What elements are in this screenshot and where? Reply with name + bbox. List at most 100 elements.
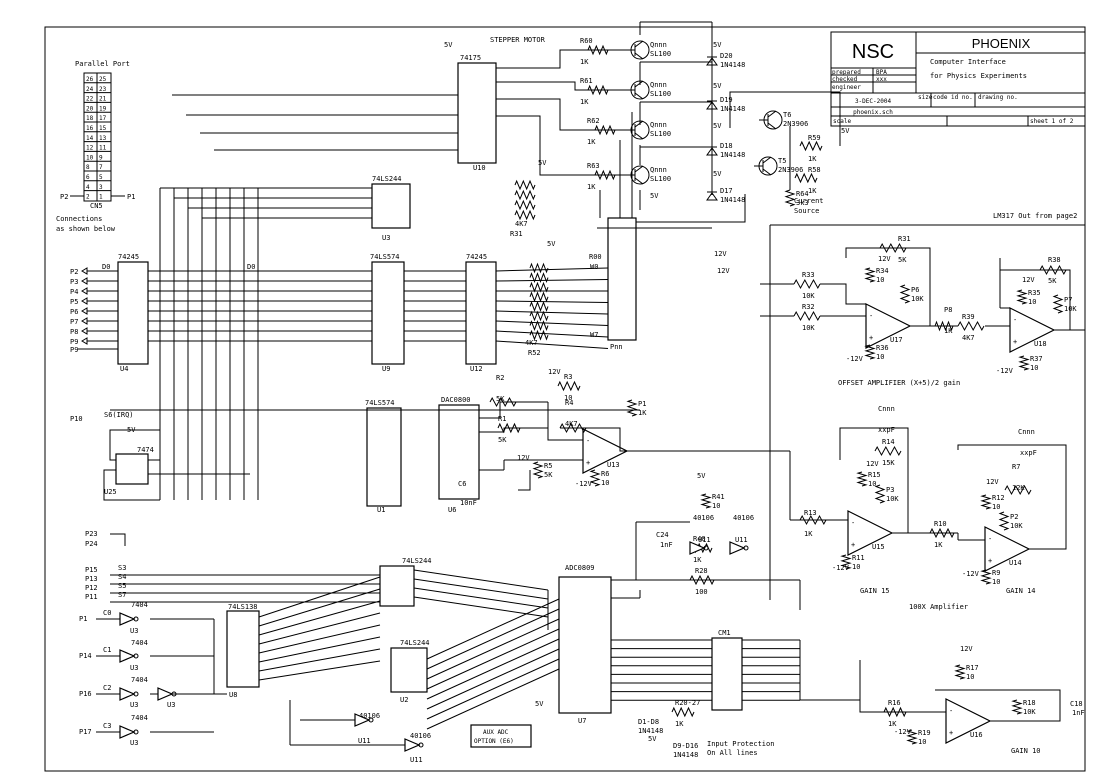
gate-id: U11 xyxy=(358,737,371,745)
resistor-zigzag xyxy=(594,169,616,181)
opamp-triangle xyxy=(582,428,629,474)
resistor-name: R37 xyxy=(1030,355,1043,363)
power-label: 5V xyxy=(713,170,722,178)
wire xyxy=(495,310,609,315)
wire xyxy=(547,402,583,441)
pin-number: 10 xyxy=(86,154,94,161)
wire xyxy=(413,596,549,618)
w0-label: W0 xyxy=(590,263,598,271)
resistor-name: R10 xyxy=(934,520,947,528)
wire xyxy=(495,300,609,303)
power-label: 5V xyxy=(697,472,706,480)
resistor-name: R64 xyxy=(796,190,809,198)
resistor-name: R36 xyxy=(876,344,889,352)
port-arrow xyxy=(81,337,88,345)
resistor-zigzag xyxy=(497,422,521,434)
resistor-name: R35 xyxy=(1028,289,1041,297)
resistor-value: 1K xyxy=(944,327,953,335)
port-p9: P9 xyxy=(70,346,78,354)
resistor-zigzag xyxy=(529,310,549,322)
resistor-value: 15K xyxy=(882,459,895,467)
ic-u1: 74LS574 U1 xyxy=(365,399,402,514)
offset-amplifier-label: OFFSET AMPLIFIER (X+5)/2 gain xyxy=(838,379,960,387)
resistor-zigzag xyxy=(840,554,852,570)
wire xyxy=(479,427,548,433)
resistor-name: R6 xyxy=(601,470,609,478)
resistor-name: R16 xyxy=(888,699,901,707)
p12-label: P12 xyxy=(85,584,98,592)
sheet-label: sheet 1 of 2 xyxy=(1030,118,1074,125)
resistor-zigzag xyxy=(514,189,536,201)
resistor-value: 4K7 xyxy=(962,334,975,342)
s7-label: S7 xyxy=(118,591,126,599)
u7-part: ADC0809 xyxy=(565,564,595,572)
s3-label: S3 xyxy=(118,564,126,572)
resistor-zigzag xyxy=(799,514,827,526)
cm1-label: CM1 xyxy=(718,629,731,637)
resistor-value: 10K xyxy=(1064,305,1077,313)
resistor-name: R39 xyxy=(962,313,975,321)
resistor-name: R41 xyxy=(712,493,725,501)
resistor-name: P3 xyxy=(886,486,894,494)
power-label: 5V xyxy=(538,159,547,167)
p17-label: P17 xyxy=(79,728,92,736)
wire xyxy=(634,52,644,60)
resistor-value: 1K xyxy=(638,409,647,417)
power-label: 12V xyxy=(517,454,530,462)
diode-triangle xyxy=(706,147,718,156)
u25-id: U25 xyxy=(104,488,117,496)
resistor-value: 10 xyxy=(852,563,860,571)
gate-id: U3 xyxy=(130,739,138,747)
gate-part: 40106 xyxy=(733,514,754,522)
s4-label: S4 xyxy=(118,573,126,581)
opamp-triangle xyxy=(847,510,894,556)
power-label: 12V xyxy=(548,368,561,376)
ic-u2: 74LS244 U2 xyxy=(390,639,430,704)
p14-label: P14 xyxy=(79,652,92,660)
transistor-name: T6 xyxy=(783,111,791,119)
resistor-value: 100 xyxy=(695,588,708,596)
diode-name: D19 xyxy=(720,96,733,104)
wire xyxy=(258,624,381,654)
p15-label: P15 xyxy=(85,566,98,574)
transistor-name: T5 xyxy=(778,157,786,165)
opamp-triangle xyxy=(865,303,912,349)
d9d16-value: 1N4148 xyxy=(673,751,698,759)
gate-part: 7404 xyxy=(131,639,148,647)
resistor-name: R2 xyxy=(496,374,504,382)
diode-type: 1N4148 xyxy=(720,105,745,113)
opamp-plus: + xyxy=(586,459,590,467)
resistor-name: R15 xyxy=(868,471,881,479)
gate-triangle xyxy=(689,541,706,555)
connections-label-1: Connections xyxy=(56,215,102,223)
ic-u12: 74245 U12 xyxy=(465,253,497,373)
c0-label: C0 xyxy=(103,609,111,617)
resistor-value: 10K xyxy=(802,292,815,300)
gate-bubble xyxy=(133,691,139,697)
amp100x-label: 100X Amplifier xyxy=(909,603,968,611)
opamp-id: U14 xyxy=(1009,559,1022,567)
resistor-name: R62 xyxy=(587,117,600,125)
wire xyxy=(560,427,627,452)
resistor-value: 5K xyxy=(496,395,505,403)
wire xyxy=(258,612,381,645)
p2-label: P2 xyxy=(60,193,68,201)
gain14-label: GAIN 14 xyxy=(1006,587,1036,595)
pin-number: 12 xyxy=(86,145,94,152)
resistor-zigzag xyxy=(957,320,985,332)
resistor-value: 10 xyxy=(966,673,974,681)
resistor-zigzag xyxy=(529,320,549,332)
resistor-name: P6 xyxy=(911,286,919,294)
c18-label: C18 xyxy=(1070,700,1083,708)
resistor-name: P7 xyxy=(1064,296,1072,304)
u10-id: U10 xyxy=(473,164,486,172)
gate-bubble xyxy=(171,691,177,697)
resistor-zigzag xyxy=(799,140,823,152)
resistor-name: R34 xyxy=(876,267,889,275)
power-label: 12V xyxy=(878,255,891,263)
wire xyxy=(496,115,626,176)
resistor-value: 1K xyxy=(675,720,684,728)
power-label: 5V xyxy=(535,700,544,708)
